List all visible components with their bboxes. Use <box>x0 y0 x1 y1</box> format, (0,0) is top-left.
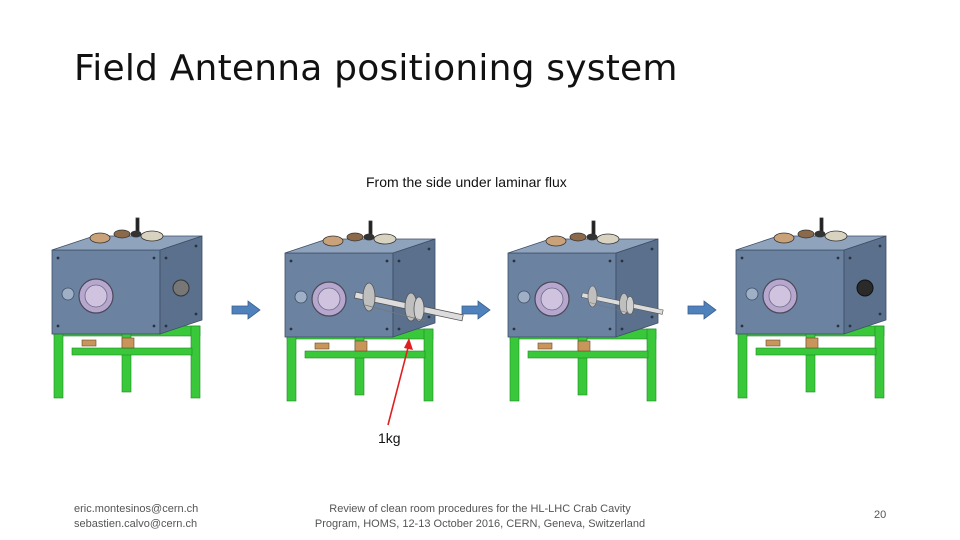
arrow-icon <box>687 300 717 320</box>
footer-event: Review of clean room procedures for the … <box>300 502 660 532</box>
cryomodule-step-3 <box>507 220 664 402</box>
footer-event-line: Program, HOMS, 12-13 October 2016, CERN,… <box>314 518 646 530</box>
cryomodule-step-2 <box>284 220 464 402</box>
arrow-icon <box>461 300 491 320</box>
arrow-icon <box>231 300 261 320</box>
footer-event-line: Review of clean room procedures for the … <box>329 503 631 515</box>
cavity-sequence-figure <box>51 217 887 426</box>
cryomodule-step-1 <box>51 217 203 399</box>
cryomodule-step-4 <box>735 217 887 399</box>
footer-contacts: eric.montesinos@cern.ch sebastien.calvo@… <box>74 502 198 532</box>
weight-pointer <box>387 338 413 426</box>
footer-email: sebastien.calvo@cern.ch <box>74 518 198 530</box>
page-number: 20 <box>874 509 887 521</box>
footer-email: eric.montesinos@cern.ch <box>74 503 199 515</box>
weight-label: 1kg <box>378 430 401 446</box>
slide-title: Field Antenna positioning system <box>74 48 678 89</box>
figure-caption: From the side under laminar flux <box>366 174 567 190</box>
